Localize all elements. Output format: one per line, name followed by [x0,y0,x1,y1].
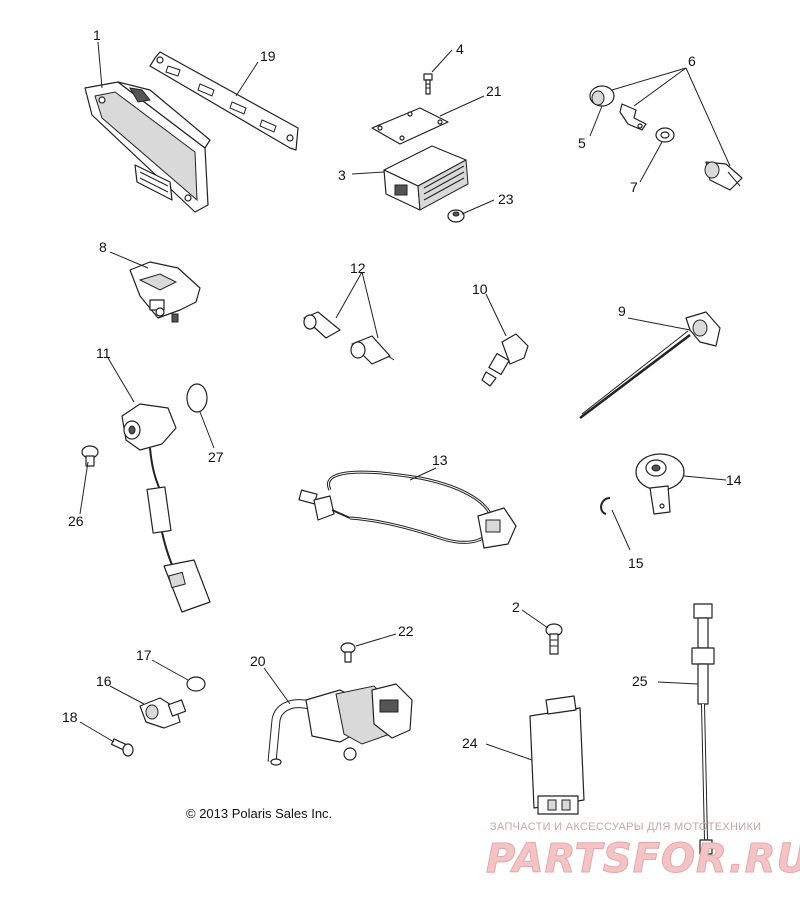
clip-15-part [600,497,611,515]
callout-16: 16 [96,673,112,689]
probe-25-part [691,603,715,855]
watermark-logo: PARTSFOR.RU [486,836,800,882]
o-ring-27-part [186,383,208,413]
callout-1: 1 [93,27,101,43]
washer-7-part [655,127,675,143]
callout-25: 25 [632,673,648,689]
plug-12-part [303,311,395,365]
relay-24-part [529,695,585,815]
callout-9: 9 [618,303,626,319]
fuse-box-part [383,145,469,211]
harness-13-part [298,470,517,549]
callout-19: 19 [260,48,276,64]
temp-sensor-part [481,333,529,387]
watermark: ЗАПЧАСТИ И АКСЕССУАРЫ ДЛЯ МОТОТЕХНИКИ PA… [486,821,800,883]
bolt-18-part [110,738,134,757]
callout-26: 26 [68,513,84,529]
bolt-2-part [545,623,563,655]
callout-11: 11 [96,345,111,361]
callout-8: 8 [99,239,107,255]
sensor-5-part [589,85,615,107]
o2-sensor-part [579,311,721,419]
watermark-tagline: ЗАПЧАСТИ И АКСЕССУАРЫ ДЛЯ МОТОТЕХНИКИ [490,821,761,833]
o-ring-17-part [186,676,206,692]
callout-12: 12 [350,260,366,276]
callout-10: 10 [472,281,488,297]
callout-17: 17 [136,647,152,663]
ecu-module-part [84,81,211,213]
callout-22: 22 [398,623,414,639]
sensor-16-part [139,697,187,729]
callout-18: 18 [62,709,78,725]
copyright-text: © 2013 Polaris Sales Inc. [186,806,332,821]
callout-4: 4 [456,41,464,57]
callout-2: 2 [512,599,520,615]
screw-4-part [423,73,433,95]
sensor-6-part [704,161,743,191]
ecu-strap-part [149,51,299,151]
callout-27: 27 [208,449,224,465]
map-sensor-part [129,261,201,323]
throttle-sensor-part [121,403,211,613]
valve-assembly-part [267,683,413,766]
callout-15: 15 [628,555,644,571]
clip-6-part [619,103,647,131]
screw-22-part [340,642,356,663]
leader-lines [79,41,731,761]
callout-14: 14 [726,472,742,488]
callout-labels: 1 19 4 21 6 5 7 3 23 8 12 10 9 11 27 26 … [62,27,742,751]
callout-6: 6 [688,53,696,69]
callout-3: 3 [338,167,346,183]
callout-24: 24 [462,735,478,751]
knock-sensor-part [635,453,685,515]
nut-23-part [447,209,465,223]
callout-20: 20 [250,653,266,669]
callout-21: 21 [486,83,502,99]
callout-7: 7 [630,179,638,195]
cover-gasket-part [371,107,449,145]
callout-5: 5 [578,135,586,151]
callout-13: 13 [432,452,448,468]
bolt-26-part [81,445,99,467]
callout-23: 23 [498,191,514,207]
